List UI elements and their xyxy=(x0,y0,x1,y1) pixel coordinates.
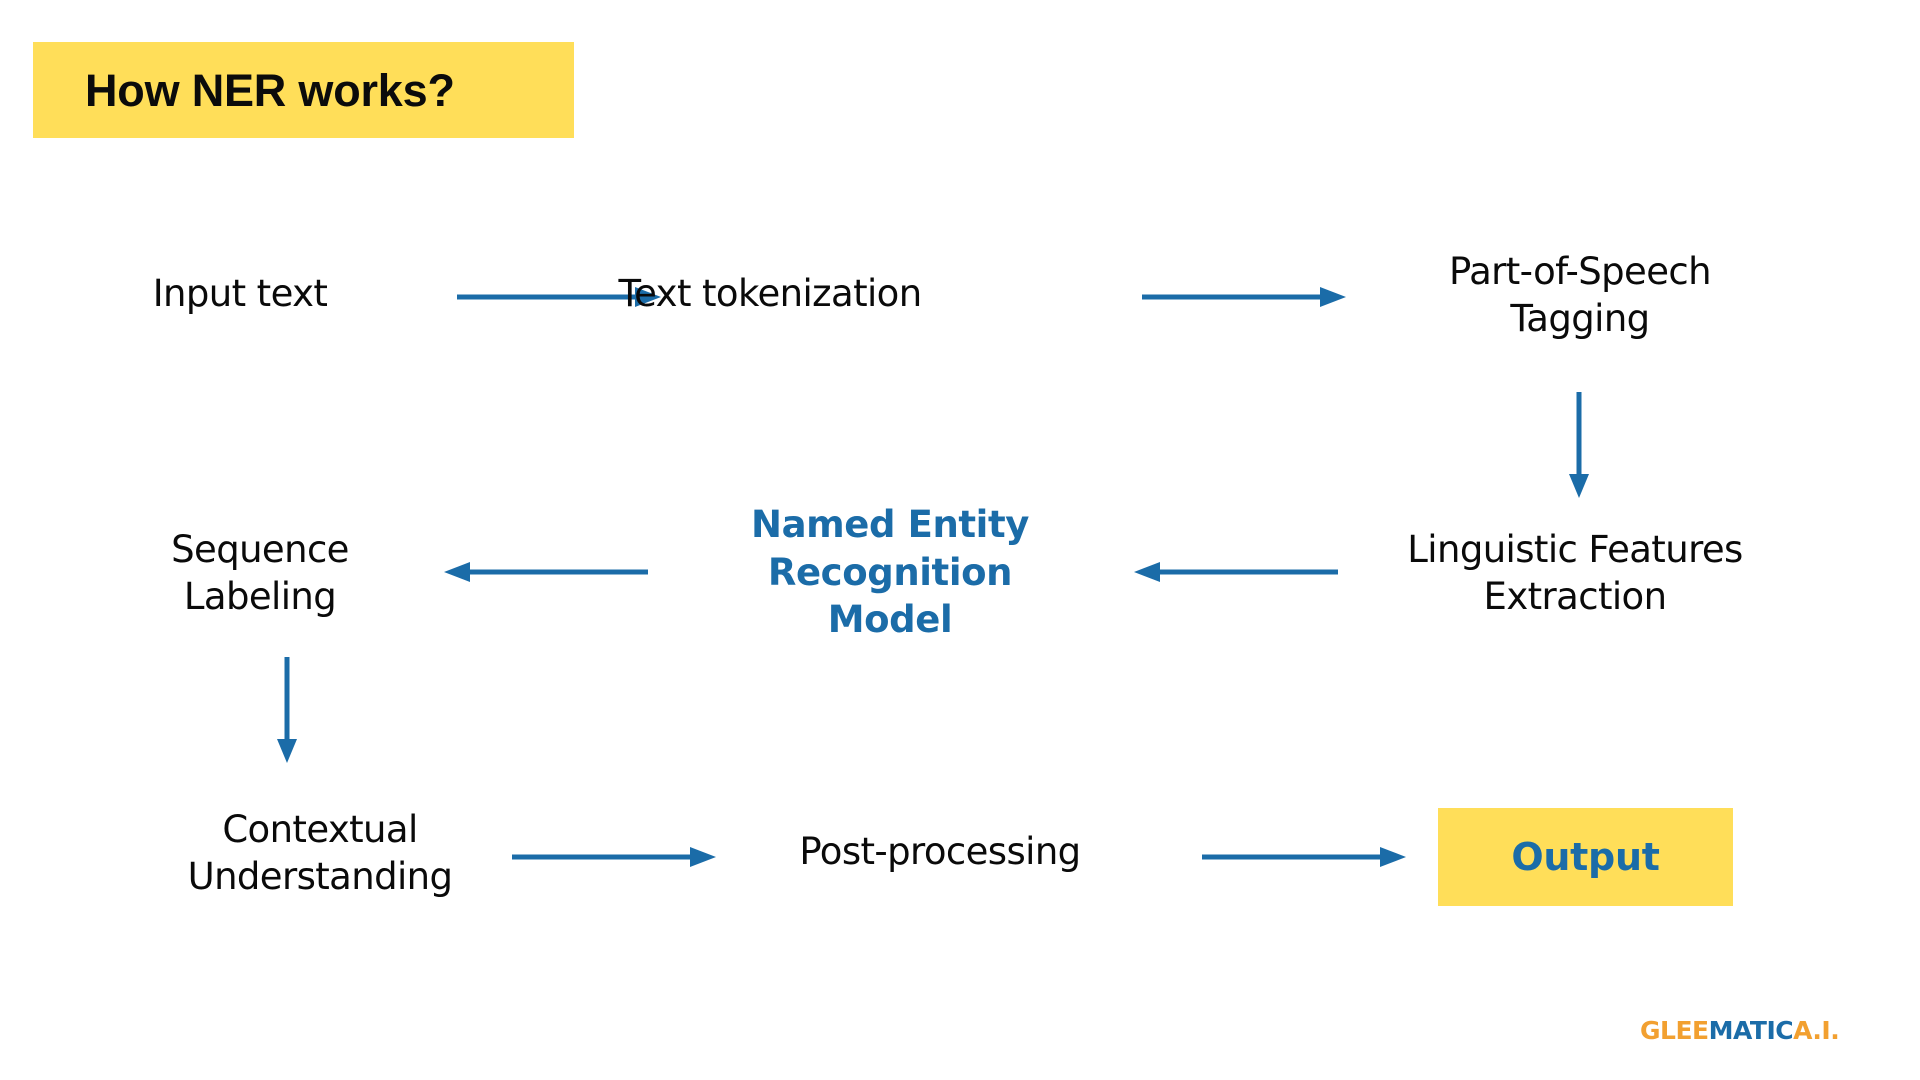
flow-node-post-processing: Post-processing xyxy=(799,830,1081,874)
arrow-linguistic-to-ner-model xyxy=(1134,562,1338,582)
arrow-postprocessing-to-output xyxy=(1202,847,1406,867)
flow-node-linguistic-features-extraction: Linguistic Features Extraction xyxy=(1407,527,1743,618)
flow-node-named-entity-recognition-model: Named Entity Recognition Model xyxy=(751,503,1029,642)
flow-node-output-badge: Output xyxy=(1438,808,1733,906)
page-title-banner: How NER works? xyxy=(33,42,574,138)
page-title: How NER works? xyxy=(85,64,455,116)
flow-node-part-of-speech-tagging: Part-of-Speech Tagging xyxy=(1449,249,1712,340)
logo-part-matic: MATIC xyxy=(1708,1016,1794,1045)
flow-node-contextual-understanding: Contextual Understanding xyxy=(187,807,453,898)
arrow-input-text-to-tokenization xyxy=(457,287,661,307)
arrow-contextual-to-postprocessing xyxy=(512,847,716,867)
flow-node-output-label: Output xyxy=(1511,835,1660,879)
arrow-pos-tagging-to-linguistic xyxy=(1569,392,1589,498)
flow-node-text-tokenization: Text tokenization xyxy=(618,272,922,316)
flow-node-sequence-labeling: Sequence Labeling xyxy=(171,527,349,618)
logo-part-glee: GLEE xyxy=(1640,1016,1709,1045)
flow-node-input-text: Input text xyxy=(152,272,328,316)
arrow-sequence-labeling-to-contextual xyxy=(277,657,297,763)
logo-part-ai: A.I. xyxy=(1793,1016,1840,1045)
arrow-ner-model-to-sequence-labeling xyxy=(444,562,648,582)
arrow-tokenization-to-pos-tagging xyxy=(1142,287,1346,307)
